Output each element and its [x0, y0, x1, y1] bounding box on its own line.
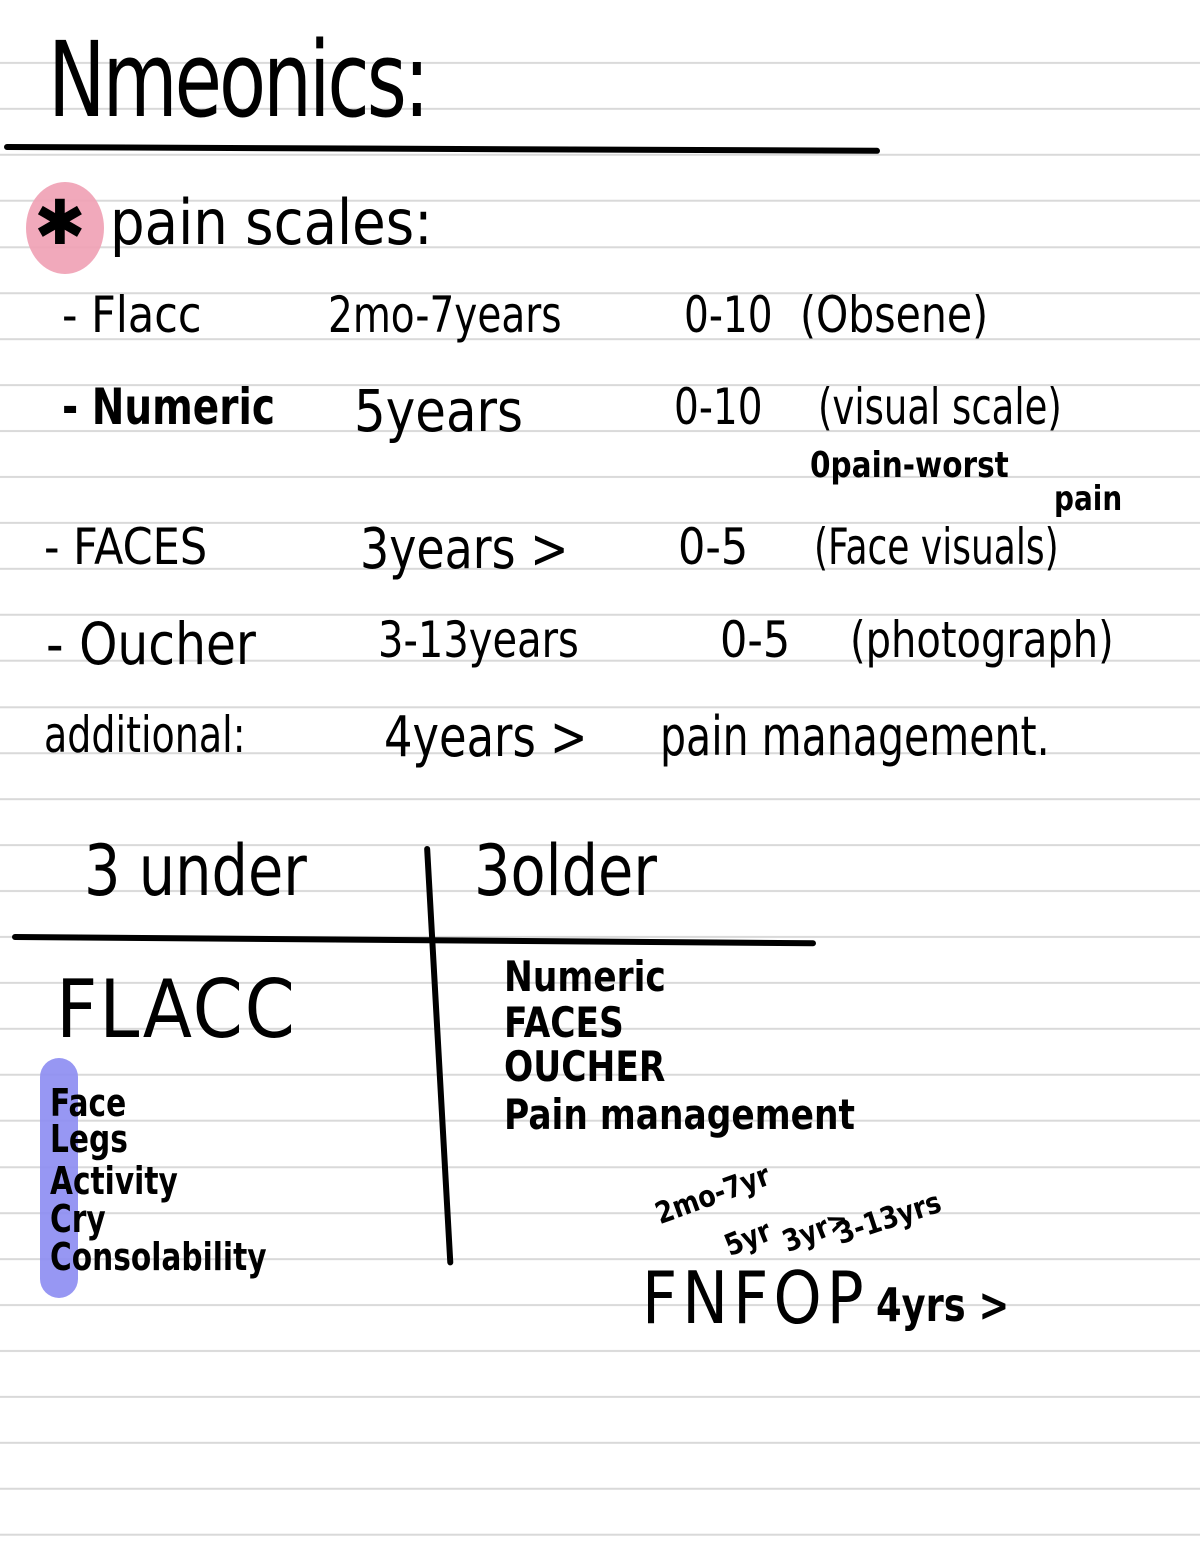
- section-heading: pain scales:: [110, 186, 433, 259]
- scale-label: - FACES: [44, 518, 208, 576]
- summary-age: 4yrs >: [876, 1278, 1010, 1332]
- scale-subnote: pain: [1054, 479, 1123, 519]
- scale-subnote: 0pain-worst: [810, 445, 1009, 486]
- scale-range: 0-5: [678, 518, 749, 576]
- table-header-right: 3older: [474, 830, 657, 912]
- page-title: Nmeonics:: [48, 19, 430, 141]
- scale-age: 2mo-7years: [328, 286, 562, 344]
- blue-highlight: [40, 1058, 78, 1298]
- scale-range: 0-5: [720, 611, 791, 669]
- scale-note: (visual scale): [818, 378, 1062, 436]
- scale-label: - Oucher: [46, 610, 256, 678]
- older-scale-item: OUCHER: [504, 1042, 666, 1091]
- table-header-left: 3 under: [84, 830, 307, 912]
- flacc-item: Cry: [50, 1197, 106, 1241]
- flacc-heading: FLACC: [56, 963, 297, 1056]
- flacc-item: Consolability: [50, 1235, 267, 1279]
- scale-range: 0-10: [684, 286, 773, 344]
- flacc-item: Legs: [50, 1117, 128, 1161]
- scale-label: - Flacc: [62, 286, 202, 344]
- scale-range: 0-10: [674, 378, 763, 436]
- scale-age: 3years >: [360, 517, 569, 582]
- scale-age: 5years: [354, 377, 524, 445]
- flacc-item: Activity: [50, 1159, 178, 1203]
- pink-highlight: [26, 182, 104, 274]
- scale-note: (Obsene): [800, 286, 989, 344]
- flacc-item: Face: [50, 1081, 127, 1125]
- scale-note: (Face visuals): [814, 518, 1059, 576]
- additional-text: pain management.: [660, 705, 1050, 768]
- older-scale-item: Numeric: [504, 952, 666, 1001]
- scale-note: (photograph): [850, 611, 1114, 669]
- additional-age: 4years >: [384, 705, 588, 770]
- asterisk-icon: ✱: [34, 186, 86, 259]
- scale-age: 3-13years: [378, 611, 579, 669]
- summary-acronym: FNFOP: [642, 1256, 869, 1340]
- additional-label: additional:: [44, 706, 246, 764]
- older-scale-item: FACES: [504, 998, 624, 1047]
- older-scale-item: Pain management: [504, 1090, 855, 1139]
- scale-label: - Numeric: [62, 378, 275, 436]
